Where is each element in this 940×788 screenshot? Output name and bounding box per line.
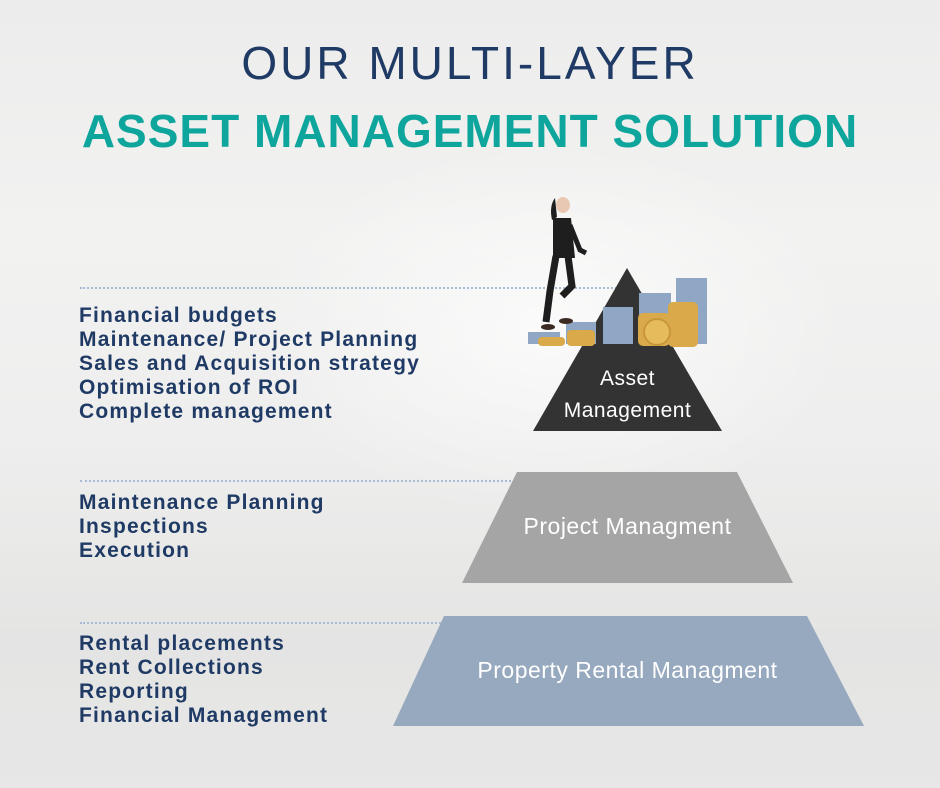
list-item: Optimisation of ROI (79, 376, 299, 399)
tier-2-list: Maintenance Planning Inspections Executi… (79, 491, 325, 563)
list-item: Maintenance/ Project Planning (79, 328, 419, 351)
background-glow (250, 140, 850, 520)
list-item: Financial Management (79, 704, 329, 727)
tier-3-list: Rental placements Rent Collections Repor… (79, 632, 328, 728)
title-line-2: ASSET MANAGEMENT SOLUTION (81, 105, 859, 157)
tier-middle-label: Project Managment (523, 513, 732, 539)
tier-middle-shape (462, 472, 793, 583)
list-item: Execution (79, 539, 191, 562)
tier-top-label-line-1: Asset (599, 367, 656, 390)
list-item: Financial budgets (79, 304, 278, 327)
list-item: Complete management (79, 400, 333, 423)
divider-tier-2 (80, 480, 515, 482)
tier-bottom-shape (393, 616, 864, 726)
list-item: Inspections (79, 515, 209, 538)
list-item: Rent Collections (79, 656, 264, 679)
businesswoman-climbing-bar-chart-coins-icon (528, 197, 707, 347)
divider-tier-3 (80, 622, 444, 624)
title-line-1: OUR MULTI-LAYER (241, 37, 699, 89)
tier-bottom-label: Property Rental Managment (477, 657, 778, 683)
list-item: Reporting (79, 680, 189, 703)
list-item: Sales and Acquisition strategy (79, 352, 420, 375)
tier-top-label: Asset Management (540, 363, 715, 427)
list-item: Maintenance Planning (79, 491, 325, 514)
tier-top-shape (533, 268, 722, 431)
list-item: Rental placements (79, 632, 285, 655)
tier-top-label-line-2: Management (563, 399, 692, 422)
divider-tier-1 (80, 287, 628, 289)
tier-1-list: Financial budgets Maintenance/ Project P… (79, 304, 420, 424)
